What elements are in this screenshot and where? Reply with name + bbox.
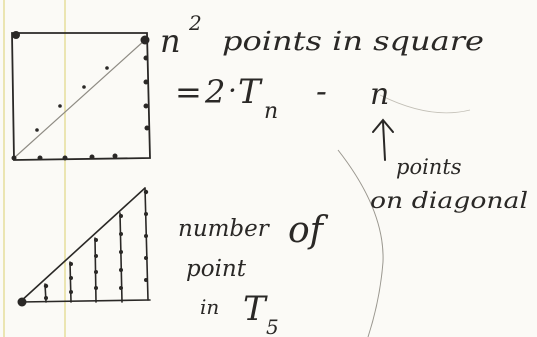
two: 2 — [204, 73, 225, 111]
point — [119, 286, 123, 290]
square-points-diagram — [11, 32, 151, 161]
point — [11, 155, 17, 161]
point — [144, 125, 150, 131]
minus-sign: - — [316, 72, 327, 110]
point — [35, 128, 39, 132]
point-text: point — [186, 256, 247, 282]
point — [94, 270, 98, 274]
n-subscript: n — [264, 99, 278, 124]
square-outline — [11, 32, 151, 161]
point — [144, 256, 148, 260]
T: T — [238, 72, 263, 112]
in-text: in — [200, 295, 219, 319]
point — [119, 268, 123, 272]
point — [112, 153, 118, 159]
triangle-points — [17, 189, 149, 307]
triangle-hypotenuse — [19, 187, 146, 303]
up-arrow-icon — [372, 118, 394, 161]
point — [17, 297, 27, 307]
point — [82, 85, 86, 89]
annotation-points: points — [396, 155, 462, 179]
triangle-base — [19, 299, 151, 303]
triangle-side — [144, 187, 149, 301]
square-points — [11, 31, 150, 161]
n: n — [370, 77, 389, 112]
point — [143, 103, 149, 109]
point — [89, 154, 95, 160]
point — [119, 232, 123, 236]
column-line — [94, 237, 97, 303]
point — [119, 214, 123, 218]
of-text: of — [288, 210, 329, 251]
n-superscript: 2 — [188, 11, 202, 35]
annotation-on-diagonal: on diagonal — [370, 189, 528, 214]
point — [58, 104, 62, 108]
pencil-stroke — [379, 94, 471, 114]
point — [62, 155, 68, 161]
triangle-points-diagram — [19, 187, 151, 303]
point — [105, 66, 109, 70]
point — [143, 55, 149, 61]
point — [144, 278, 148, 282]
point — [143, 189, 149, 195]
n-symbol: n — [160, 22, 181, 60]
point — [140, 35, 150, 45]
point — [94, 286, 98, 290]
number-text: number — [178, 216, 271, 242]
point — [43, 283, 49, 289]
point — [94, 238, 98, 242]
square-diagonal — [13, 39, 146, 159]
point — [37, 155, 43, 161]
point — [119, 250, 123, 254]
equals-sign: = — [175, 73, 202, 111]
points-in-square-text: points in square — [222, 27, 484, 57]
pencil-stroke — [337, 149, 384, 337]
point — [143, 79, 149, 85]
column-line — [69, 261, 72, 303]
dot: · — [228, 74, 237, 107]
point — [69, 290, 73, 294]
point — [69, 276, 73, 280]
point — [94, 254, 98, 258]
T5-T: T — [243, 289, 268, 329]
point — [69, 262, 73, 266]
point — [144, 212, 148, 216]
point — [44, 296, 48, 300]
point — [12, 31, 20, 39]
T5-subscript: 5 — [266, 315, 279, 337]
point — [144, 234, 148, 238]
